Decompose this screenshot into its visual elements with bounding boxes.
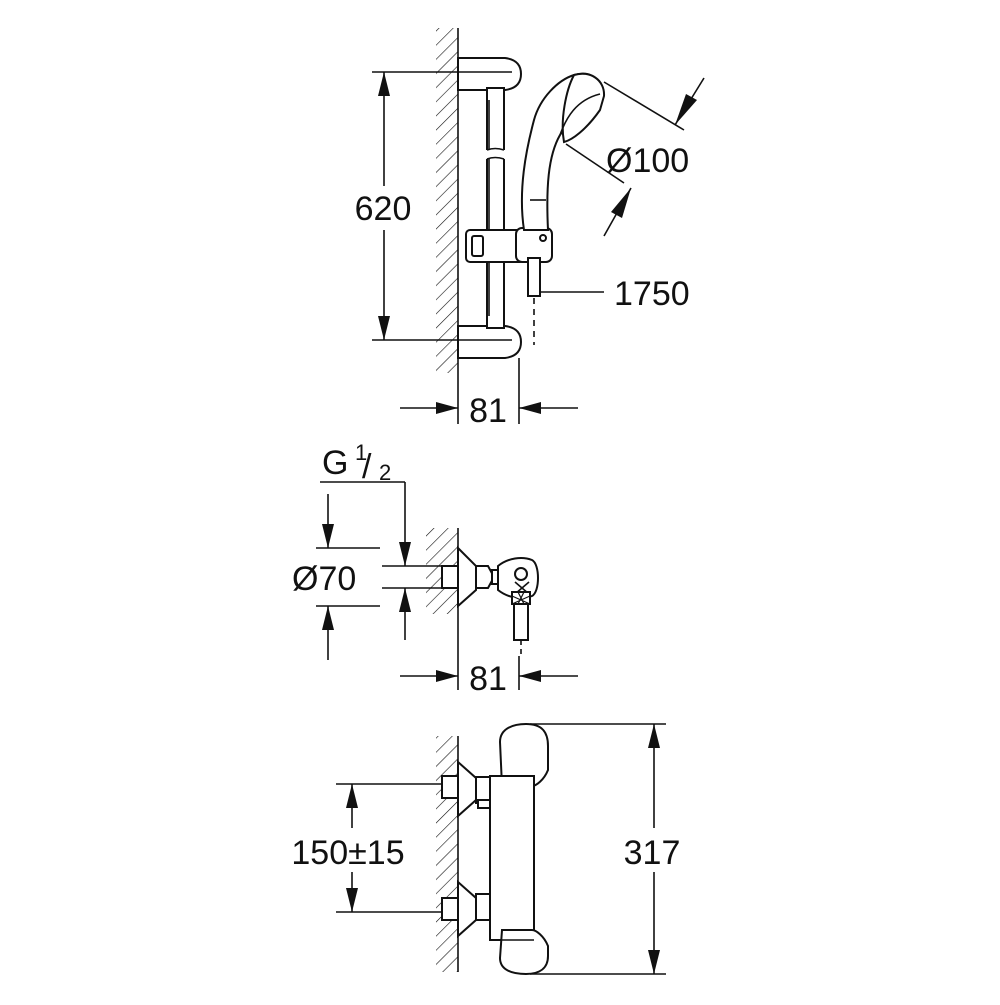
dimension-81-rail-label: 81 [469, 392, 507, 430]
dimension-150-label: 150±15 [291, 834, 404, 872]
dimension-81-rail: 81 [400, 358, 578, 430]
thread-slash: / [362, 448, 372, 486]
hand-shower [520, 72, 606, 231]
dimension-head-diameter-label: Ø100 [606, 142, 689, 180]
lower-connector [441, 879, 491, 939]
dimension-head-diameter: Ø100 [565, 77, 705, 237]
shower-rail [457, 57, 523, 359]
dimension-81-mixer-label: 81 [469, 660, 507, 698]
wall-hatch [436, 736, 459, 972]
dimension-flange-diameter: Ø70 [292, 494, 380, 660]
dimension-620-label: 620 [355, 190, 412, 228]
dimension-150: 150±15 [278, 783, 442, 913]
wall-hatch [436, 28, 459, 373]
dimension-317-label: 317 [624, 834, 681, 872]
rail-slider [465, 227, 553, 263]
dimension-flange-diameter-label: Ø70 [292, 560, 356, 598]
thread-numerator: 1 [355, 440, 367, 465]
shower-rail-view: 620 Ø100 1750 81 [340, 28, 705, 430]
shower-hose [527, 257, 541, 345]
mixer-body-front [489, 722, 549, 976]
mixer-side-view: G 1 / 2 Ø70 81 [292, 440, 578, 698]
mixer-body-side [497, 557, 539, 599]
thread-denominator: 2 [379, 460, 391, 485]
mixer-front-view: 150±15 317 [278, 722, 698, 976]
dimension-81-mixer: 81 [400, 614, 578, 698]
dimension-317: 317 [530, 723, 698, 975]
dimension-g-half: G 1 / 2 [320, 440, 442, 640]
thread-g-label: G [322, 444, 348, 482]
dimension-1750: 1750 [540, 275, 690, 313]
dimension-620: 620 [340, 71, 512, 341]
dimension-1750-label: 1750 [614, 275, 690, 313]
outlet-nut [511, 591, 531, 656]
